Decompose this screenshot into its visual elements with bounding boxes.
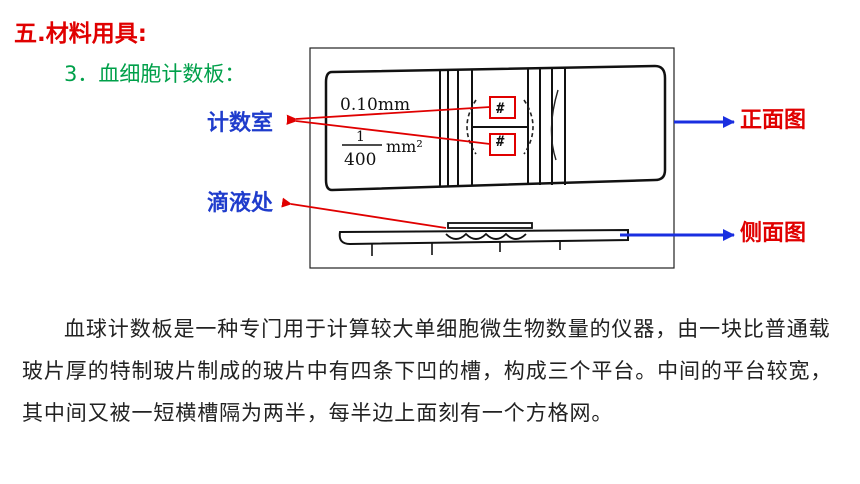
counting-chamber-pointer-bottom xyxy=(286,114,491,145)
slide-depth-label: 0.10mm xyxy=(340,95,410,115)
section-heading: 五.材料用具: xyxy=(14,21,147,47)
hemocytometer-figure: # # 0.10mm 1 400 mm² 计数室 滴液处 正面图 侧面图 xyxy=(207,47,806,269)
grid-mark-top: # xyxy=(496,101,505,117)
counting-chamber-pointer-top xyxy=(286,106,491,125)
sample-spot-pointer xyxy=(281,197,447,229)
slide-area-numerator: 1 xyxy=(356,129,365,145)
grid-mark-bottom: # xyxy=(496,134,505,150)
subheading: 3．血细胞计数板： xyxy=(64,62,246,86)
front-view-label: 正面图 xyxy=(740,108,806,133)
slide-area-unit: mm² xyxy=(386,137,423,156)
sample-spot-label: 滴液处 xyxy=(207,190,273,216)
side-view-slide xyxy=(338,222,629,256)
counting-chamber-box-bottom xyxy=(489,133,516,156)
description-paragraph: 血球计数板是一种专门用于计算较大单细胞微生物数量的仪器，由一块比普通载玻片厚的特… xyxy=(22,317,833,425)
front-view-slide: # # 0.10mm 1 400 mm² xyxy=(324,64,667,192)
side-view-label: 侧面图 xyxy=(740,221,806,246)
slide-area-denominator: 400 xyxy=(344,150,376,170)
counting-chamber-label: 计数室 xyxy=(207,110,273,136)
